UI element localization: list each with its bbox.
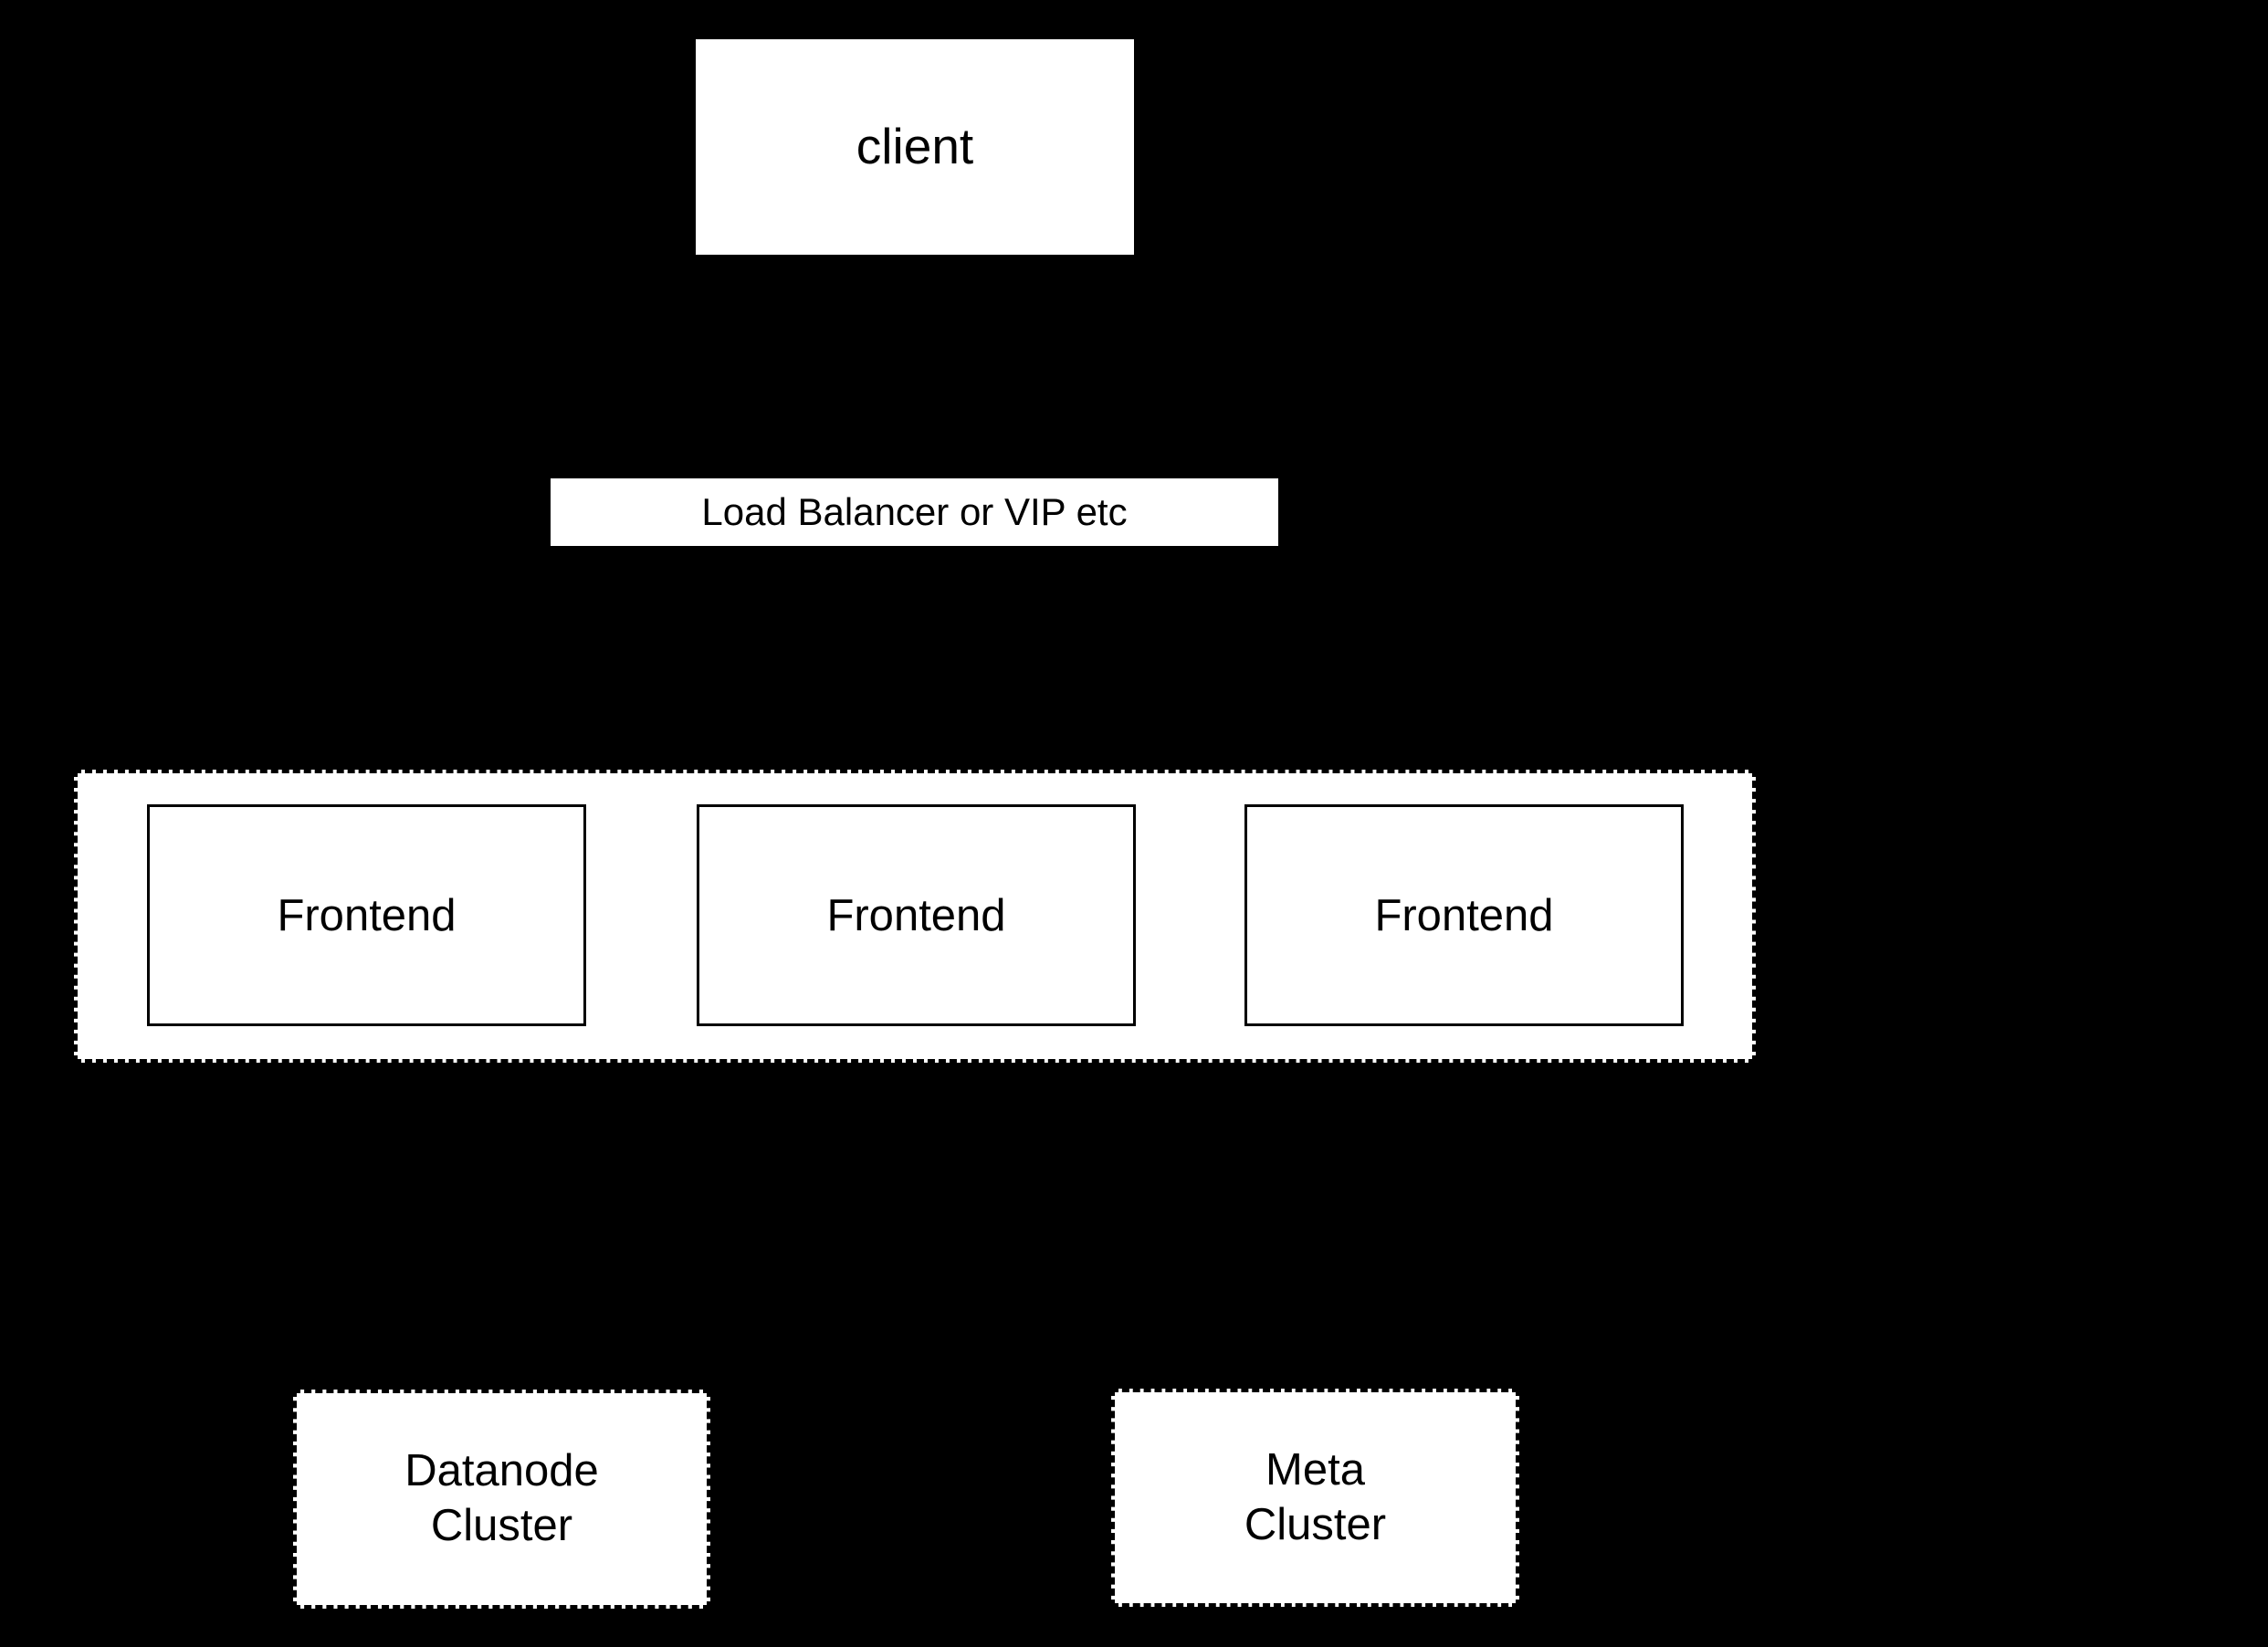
frontend-cluster-group[interactable]: Frontend Frontend Frontend: [74, 770, 1756, 1063]
node-datanode-cluster[interactable]: Datanode Cluster: [293, 1390, 710, 1609]
node-load-balancer[interactable]: Load Balancer or VIP etc: [551, 478, 1278, 546]
node-meta-cluster[interactable]: Meta Cluster: [1111, 1389, 1519, 1607]
node-frontend-3[interactable]: Frontend: [1244, 804, 1684, 1026]
node-client[interactable]: client: [696, 39, 1134, 255]
node-frontend-1[interactable]: Frontend: [147, 804, 586, 1026]
node-frontend-2[interactable]: Frontend: [697, 804, 1136, 1026]
